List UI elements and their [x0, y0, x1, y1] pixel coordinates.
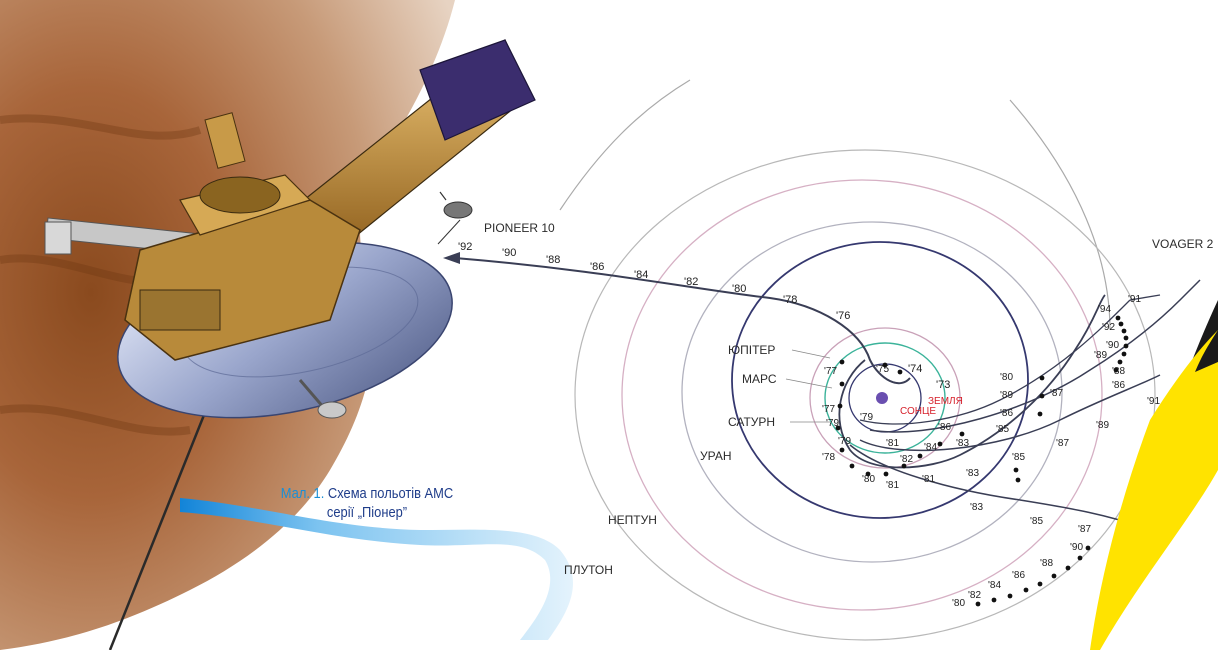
- year-label: '73: [936, 379, 950, 391]
- year-label: '80: [1000, 372, 1013, 383]
- year-label: '90: [1070, 542, 1083, 553]
- year-label: '86: [1000, 408, 1013, 419]
- uranus-label: УРАН: [700, 449, 732, 463]
- year-label: '86: [1112, 380, 1125, 391]
- year-label: '76: [836, 310, 850, 322]
- label-leaders: [785, 349, 833, 423]
- year-label: '92: [1102, 322, 1115, 333]
- year-label: '91: [1128, 294, 1141, 305]
- year-label: '90: [502, 247, 516, 259]
- jupiter-orbit: [731, 241, 1029, 519]
- pluto-label: ПЛУТОН: [564, 563, 613, 577]
- trajectory: [859, 299, 1131, 425]
- saturn-orbit: [809, 327, 961, 469]
- voyager2-trajectory: [869, 279, 1201, 433]
- trajectory: [859, 374, 1161, 452]
- year-label: '92: [458, 241, 472, 253]
- rtg-fins: [44, 221, 72, 255]
- year-label: '86: [938, 422, 951, 433]
- year-label: '81: [922, 474, 935, 485]
- saturn-label: САТУРН: [728, 415, 775, 429]
- pioneer-year-markers: '92 '90 '88 '86 '84 '82 '80 '78 '76 '74 …: [458, 241, 950, 391]
- earth-label: ЗЕМЛЯ: [928, 396, 963, 407]
- year-label: '74: [908, 363, 922, 375]
- year-label: '81: [886, 480, 899, 491]
- year-label: '78: [822, 452, 835, 463]
- year-label: '91: [1147, 396, 1160, 407]
- year-label: '94: [1098, 304, 1111, 315]
- neptune-label: НЕПТУН: [608, 513, 657, 527]
- outer-orbit-arc: [559, 79, 691, 211]
- trajectories: [443, 252, 1201, 531]
- year-label: '79: [826, 418, 839, 429]
- year-label: '87: [1056, 438, 1069, 449]
- year-label: '85: [1030, 516, 1043, 527]
- pioneer-spacecraft-illustration: [44, 39, 536, 650]
- pioneer10-label: PIONEER 10: [484, 221, 555, 235]
- year-label: '78: [783, 294, 797, 306]
- year-label: '77: [822, 404, 835, 415]
- year-label: '86: [1012, 570, 1025, 581]
- pluto-orbit: [574, 149, 1156, 641]
- year-label: '84: [634, 269, 648, 281]
- year-label: '79: [860, 412, 873, 423]
- pioneer11-trajectory: [838, 294, 1106, 469]
- year-label: '88: [1112, 366, 1125, 377]
- pioneer10-arrow: [443, 252, 460, 264]
- trajectory-dots: [835, 315, 1129, 607]
- year-label: '88: [1040, 558, 1053, 569]
- year-label: '88: [546, 254, 560, 266]
- year-label: '79: [838, 436, 851, 447]
- year-label: '90: [1106, 340, 1119, 351]
- year-label: '81: [886, 438, 899, 449]
- uranus-orbit: [681, 221, 1063, 563]
- caption-text-line1: Схема польотів АМС: [327, 485, 454, 502]
- year-label: '84: [988, 580, 1001, 591]
- year-label: '83: [966, 468, 979, 479]
- outer-orbit-arc: [1009, 99, 1111, 331]
- inner-year-markers: '75 '77 '77 '78 '79 '79 '79 '80 '81 '81 …: [822, 364, 969, 491]
- neptune-orbit: [621, 179, 1103, 611]
- year-label: '83: [970, 502, 983, 513]
- year-label: '77: [824, 366, 837, 377]
- sun-dot: [876, 392, 888, 404]
- year-label: '80: [732, 283, 746, 295]
- year-label: '89: [1096, 420, 1109, 431]
- caption-text-line2: серії „Піонер”: [326, 504, 408, 521]
- year-label: '89: [1094, 350, 1107, 361]
- year-label: '80: [862, 474, 875, 485]
- year-label: '89: [1000, 390, 1013, 401]
- orbits: [559, 79, 1156, 641]
- trajectory: [849, 444, 1151, 531]
- sun-label: СОНЦЕ: [900, 406, 936, 417]
- figure-caption: Мал. 1. Схема польотів АМС серії „Піонер…: [238, 484, 496, 522]
- year-label: '84: [924, 442, 937, 453]
- mars-orbit: [824, 342, 946, 454]
- year-label: '86: [590, 261, 604, 273]
- year-label: '83: [956, 438, 969, 449]
- year-label: '82: [900, 454, 913, 465]
- mars-label: МАРС: [742, 372, 777, 386]
- year-label: '80: [952, 598, 965, 609]
- year-label: '75: [876, 364, 889, 375]
- figure-label: Мал. 1.: [280, 485, 325, 502]
- jupiter-label: ЮПІТЕР: [728, 343, 775, 357]
- decorative-yellow-band: [1090, 330, 1218, 650]
- solar-panel: [419, 39, 536, 141]
- pioneer10-icon: [437, 191, 473, 245]
- year-label: '87: [1078, 524, 1091, 535]
- right-year-markers: '80 '89 '86 '87 '85 '85 '83 '83 '85 '87 …: [952, 294, 1160, 609]
- caption-ribbon: [180, 498, 573, 640]
- year-label: '85: [996, 424, 1009, 435]
- year-label: '85: [1012, 452, 1025, 463]
- voyager2-label: VOAGER 2: [1152, 237, 1214, 251]
- year-label: '82: [684, 276, 698, 288]
- year-label: '82: [968, 590, 981, 601]
- pioneer10-trajectory: [454, 257, 911, 385]
- year-label: '87: [1050, 388, 1063, 399]
